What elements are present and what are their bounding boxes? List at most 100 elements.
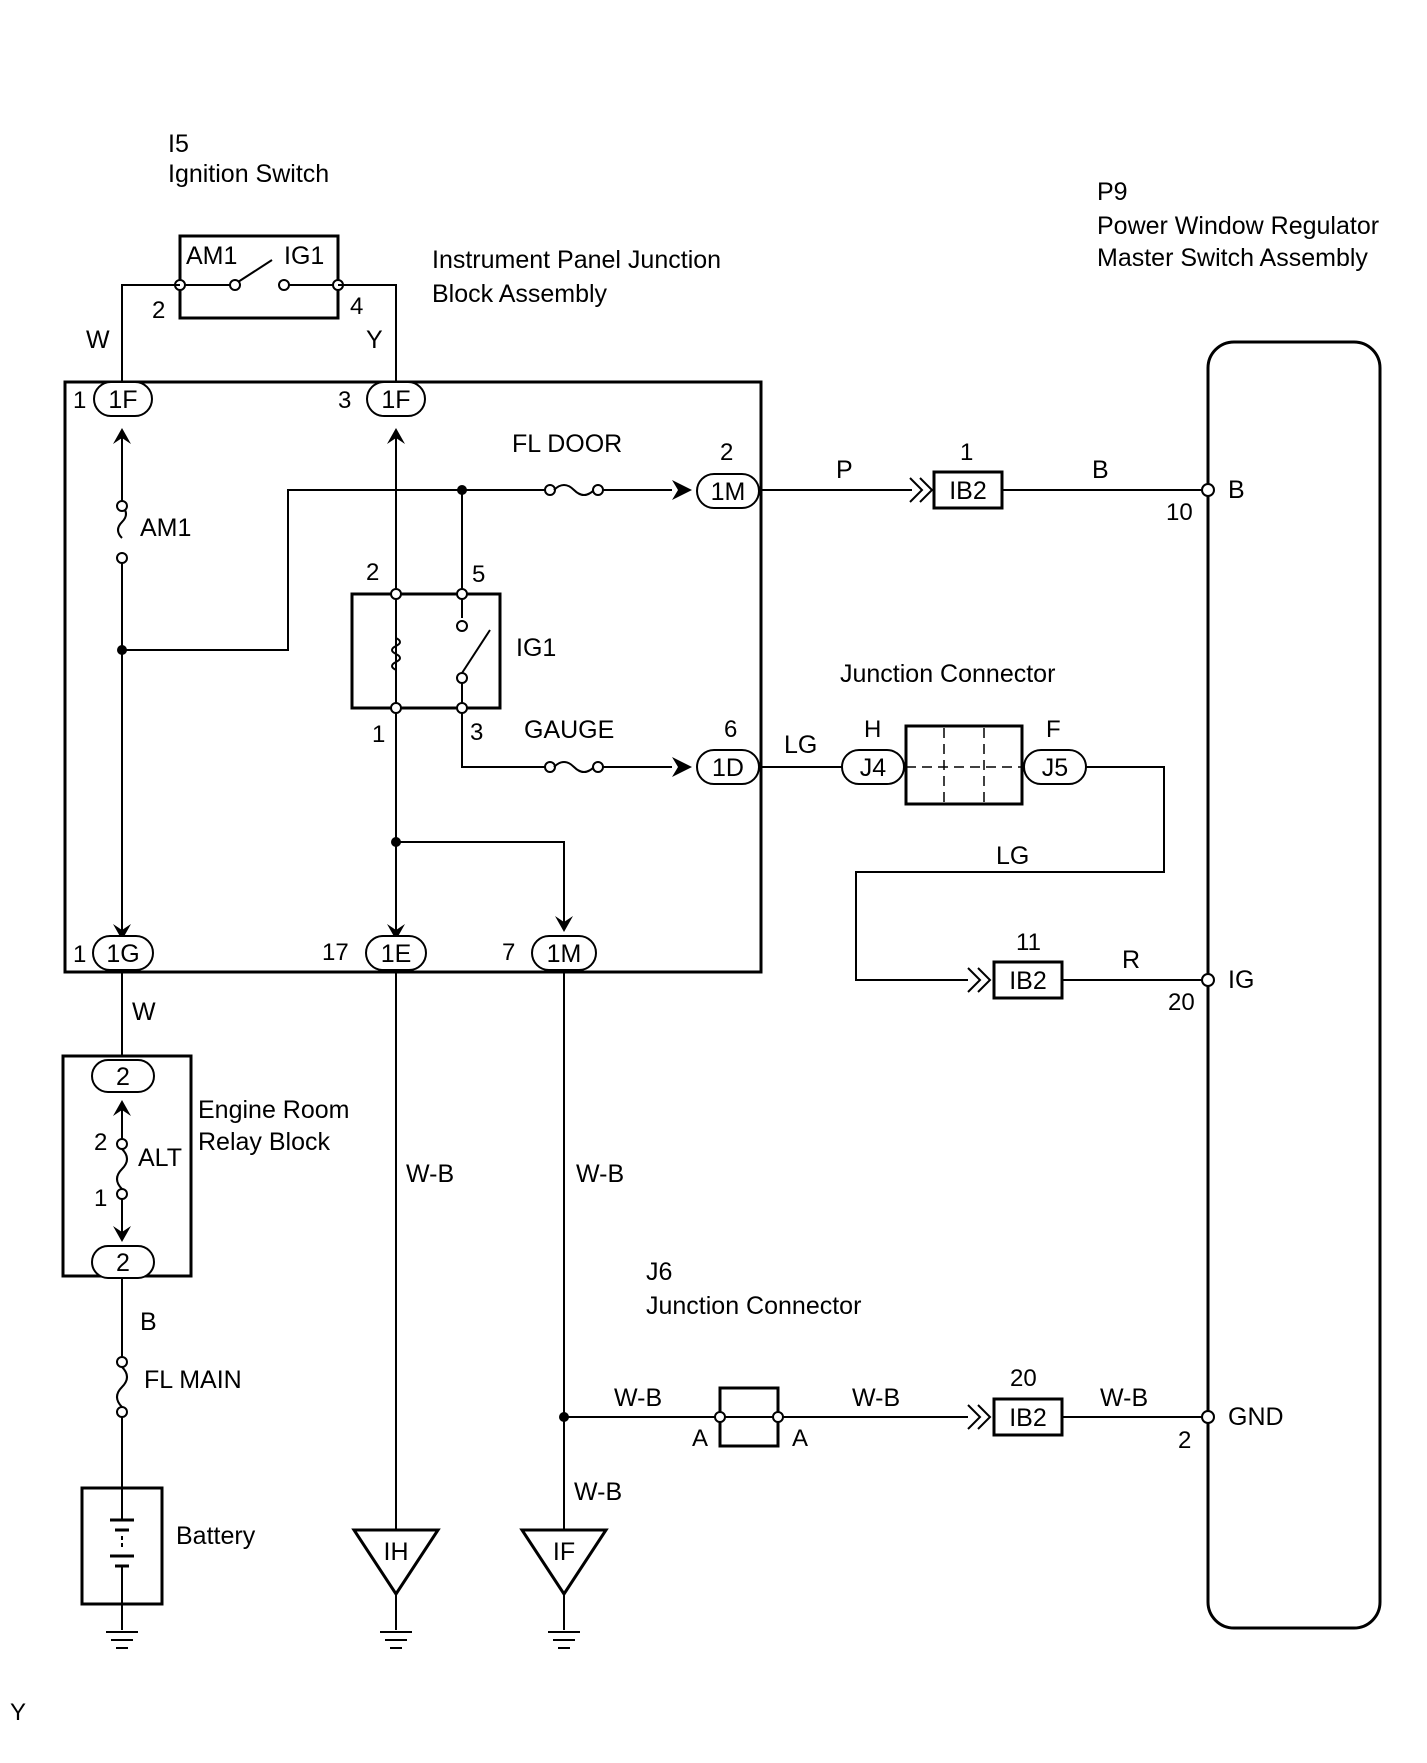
connector-1m-top: 1M 2: [696, 439, 760, 509]
relay-pin-3: 3: [470, 719, 483, 746]
fuse-fl-main-label: FL MAIN: [144, 1366, 242, 1394]
ignition-switch-am1-label: AM1: [186, 242, 237, 270]
svg-text:1F: 1F: [108, 386, 137, 414]
wire-color-p: P: [836, 456, 853, 484]
svg-text:1: 1: [73, 387, 86, 414]
j6-pin-left: A: [692, 1425, 708, 1452]
relay-pin-1: 1: [372, 721, 385, 748]
wire-color-wb-j6-left: W-B: [614, 1384, 662, 1412]
svg-text:20: 20: [1010, 1365, 1037, 1392]
relay-ig1: IG1 2 1 5 3: [350, 490, 556, 748]
j6-name: Junction Connector: [646, 1292, 861, 1320]
wire-color-lg-loop: LG: [996, 842, 1029, 870]
terminal-gnd-name: GND: [1228, 1403, 1284, 1431]
jb-title-line1: Instrument Panel Junction: [432, 246, 721, 274]
connector-1d: 1D 6: [696, 716, 760, 785]
master-switch-line2: Master Switch Assembly: [1097, 244, 1368, 272]
ground-icon-ih: [380, 1631, 412, 1649]
wire-color-wb-j6-right: W-B: [852, 1384, 900, 1412]
ignition-switch-name: Ignition Switch: [168, 160, 329, 188]
wire-color-b-right: B: [1092, 456, 1109, 484]
erb-title-line2: Relay Block: [198, 1128, 330, 1156]
wire-color-b-left: B: [140, 1308, 157, 1336]
ignition-switch: I5 Ignition Switch AM1 IG1 2 4: [152, 130, 363, 324]
ground-point-ih: IH: [351, 1528, 441, 1597]
svg-text:3: 3: [338, 387, 351, 414]
junction-connector-top-body: [904, 724, 1024, 806]
erb-title-line1: Engine Room: [198, 1096, 349, 1124]
ground-icon-battery: [106, 1631, 138, 1649]
ignition-switch-pin-right: 4: [350, 293, 363, 320]
alt-pin-bottom: 1: [94, 1185, 107, 1212]
connector-erb-top: 2: [91, 1059, 155, 1093]
battery-icon: [110, 1488, 134, 1604]
svg-text:1M: 1M: [547, 940, 582, 968]
svg-text:1D: 1D: [712, 754, 744, 782]
ignition-switch-pin-left: 2: [152, 297, 165, 324]
j6-code: J6: [646, 1258, 672, 1286]
svg-text:H: H: [864, 716, 881, 743]
ignition-switch-ig1-label: IG1: [284, 242, 324, 270]
svg-text:6: 6: [724, 716, 737, 743]
alt-pin-top: 2: [94, 1129, 107, 1156]
terminal-ig-pin: 20: [1168, 989, 1195, 1016]
svg-text:2: 2: [116, 1063, 130, 1091]
svg-text:IB2: IB2: [1009, 967, 1047, 995]
wire-color-lg-left: LG: [784, 731, 817, 759]
svg-text:2: 2: [116, 1249, 130, 1277]
master-switch-line1: Power Window Regulator: [1097, 212, 1379, 240]
svg-text:J5: J5: [1042, 754, 1068, 782]
connector-1f-left: 1F 1: [73, 381, 153, 417]
svg-text:1: 1: [73, 941, 86, 968]
svg-text:7: 7: [502, 939, 515, 966]
connector-erb-bottom: 2: [91, 1245, 155, 1279]
ignition-switch-box: [178, 234, 340, 320]
wire-color-r: R: [1122, 946, 1140, 974]
terminal-b-name: B: [1228, 476, 1245, 504]
svg-text:1: 1: [960, 439, 973, 466]
fuse-fl-door-label: FL DOOR: [512, 430, 622, 458]
ground-point-if: IF: [519, 1528, 609, 1597]
wire-color-y-top: Y: [366, 326, 383, 354]
wire-color-w-mid: W: [132, 998, 156, 1026]
svg-text:11: 11: [1016, 929, 1041, 956]
jb-title-line2: Block Assembly: [432, 280, 608, 308]
relay-ig1-label: IG1: [516, 634, 556, 662]
battery-label: Battery: [176, 1522, 256, 1550]
svg-text:1G: 1G: [106, 940, 139, 968]
connector-1e: 1E 17: [322, 935, 427, 971]
svg-text:IF: IF: [553, 1538, 575, 1566]
svg-text:1F: 1F: [381, 386, 410, 414]
svg-text:F: F: [1046, 716, 1061, 743]
wire-color-wb-1m: W-B: [576, 1160, 624, 1188]
wire-color-w-top: W: [86, 326, 110, 354]
connector-j5: J5 F: [1023, 716, 1087, 785]
svg-text:1E: 1E: [381, 940, 412, 968]
j6-pin-right: A: [792, 1425, 808, 1452]
instrument-panel-junction-block: [63, 380, 763, 974]
ground-icon-if: [548, 1631, 580, 1649]
terminal-b-pin: 10: [1166, 499, 1193, 526]
connector-1f-right: 1F 3: [338, 381, 426, 417]
connector-1m-bottom: 1M 7: [502, 935, 597, 971]
fuse-gauge-label: GAUGE: [524, 716, 614, 744]
relay-pin-5: 5: [472, 561, 485, 588]
wire-color-wb-1e: W-B: [406, 1160, 454, 1188]
svg-text:IB2: IB2: [1009, 1404, 1047, 1432]
svg-text:IH: IH: [384, 1538, 409, 1566]
svg-text:IB2: IB2: [949, 477, 987, 505]
relay-pin-2: 2: [366, 559, 379, 586]
svg-text:1M: 1M: [711, 478, 746, 506]
wire-color-wb-gnd: W-B: [1100, 1384, 1148, 1412]
connector-1g: 1G 1: [73, 935, 154, 971]
svg-text:17: 17: [322, 939, 349, 966]
fuse-am1-label: AM1: [140, 514, 191, 542]
svg-text:2: 2: [720, 439, 733, 466]
terminal-ig-name: IG: [1228, 966, 1254, 994]
connector-j4: J4 H: [841, 716, 905, 785]
fuse-alt-label: ALT: [138, 1144, 182, 1172]
junction-connector-top-name: Junction Connector: [840, 660, 1055, 688]
wire-color-wb-if: W-B: [574, 1478, 622, 1506]
ignition-switch-code: I5: [168, 130, 189, 158]
